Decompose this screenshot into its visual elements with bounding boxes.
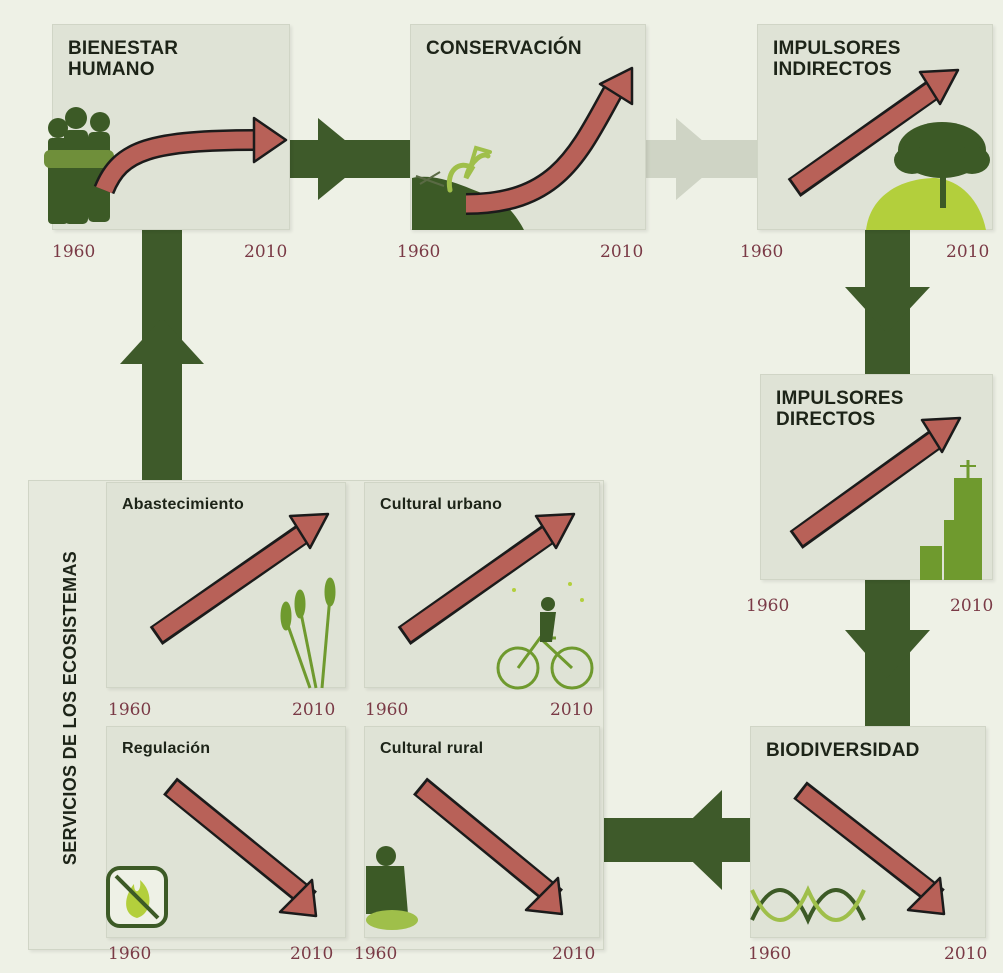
biodiversidad-year-start: 1960 [748, 944, 792, 964]
cultural-rural-year-end: 2010 [552, 944, 596, 964]
trend-arrow-conservacion [465, 66, 634, 215]
trend-arrow-cultural-urbano [397, 512, 576, 645]
box-conservacion: CONSERVACIÓN [410, 24, 646, 230]
cultural-urbano-title: Cultural urbano [380, 496, 503, 513]
regulacion-title: Regulación [122, 740, 211, 757]
bienestar-year-end: 2010 [244, 242, 288, 262]
abastecimiento-year-end: 2010 [292, 700, 336, 720]
conservacion-title: CONSERVACIÓN [426, 38, 582, 59]
cyclist-icon [496, 582, 594, 690]
flow-arrow-bienestar-to-conservacion [290, 118, 415, 200]
biodiversidad-title: BIODIVERSIDAD [766, 740, 920, 761]
conservacion-year-end: 2010 [600, 242, 644, 262]
flow-arrow-servicios-to-bienestar [120, 200, 204, 482]
indirectos-title-line2: INDIRECTOS [773, 59, 892, 80]
bienestar-title-line1: BIENESTAR [68, 38, 179, 59]
regulacion-year-start: 1960 [108, 944, 152, 964]
skyscraper-icon [920, 460, 982, 580]
trend-arrow-impulsores-indirectos [787, 68, 960, 197]
flow-arrow-directos-to-biodiversidad [845, 580, 930, 728]
no-fire-icon [106, 866, 168, 928]
conservacion-year-start: 1960 [397, 242, 441, 262]
wheat-icon [280, 577, 336, 689]
cultural-rural-title: Cultural rural [380, 740, 484, 757]
bienestar-year-start: 1960 [52, 242, 96, 262]
indirectos-title-line1: IMPULSORES [773, 38, 901, 59]
indirectos-year-end: 2010 [946, 242, 990, 262]
trend-arrow-bienestar [93, 116, 288, 195]
trend-arrow-biodiversidad [793, 781, 946, 916]
cultural-rural-year-start: 1960 [354, 944, 398, 964]
servicios-side-label: SERVICIOS DE LOS ECOSISTEMAS [60, 550, 80, 866]
trend-arrow-abastecimiento [149, 512, 330, 646]
dna-icon [750, 885, 866, 925]
farmer-icon [366, 846, 418, 930]
regulacion-year-end: 2010 [290, 944, 334, 964]
trend-arrow-impulsores-directos [789, 416, 962, 549]
tree-icon [866, 122, 990, 230]
directos-title-line2: DIRECTOS [776, 409, 876, 430]
cultural-urbano-year-end: 2010 [550, 700, 594, 720]
abastecimiento-year-start: 1960 [108, 700, 152, 720]
indirectos-year-start: 1960 [740, 242, 784, 262]
cultural-urbano-year-start: 1960 [365, 700, 409, 720]
directos-year-end: 2010 [950, 596, 994, 616]
abastecimiento-title: Abastecimiento [122, 496, 244, 513]
flow-arrow-conservacion-to-indirectos [645, 118, 760, 200]
flow-arrow-biodiversidad-to-servicios [598, 790, 754, 890]
biodiversidad-year-end: 2010 [944, 944, 988, 964]
trend-arrow-cultural-rural [413, 777, 564, 916]
bienestar-title-line2: HUMANO [68, 59, 155, 80]
people-icon [44, 107, 114, 224]
directos-title-line1: IMPULSORES [776, 388, 904, 409]
trend-arrow-regulacion [163, 777, 318, 918]
directos-year-start: 1960 [746, 596, 790, 616]
